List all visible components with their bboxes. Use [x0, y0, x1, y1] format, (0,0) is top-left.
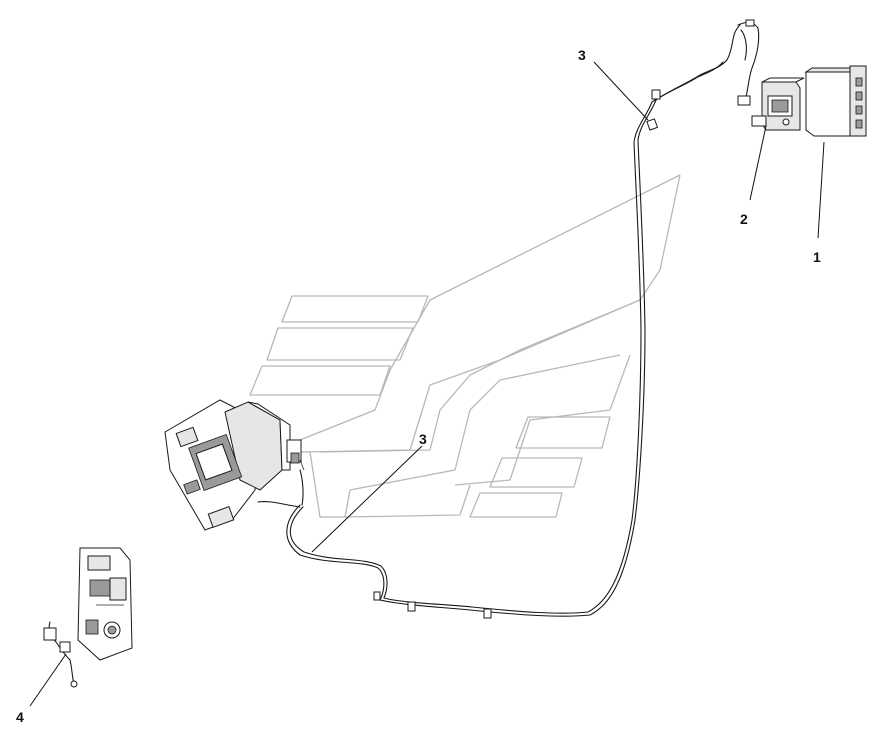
- cable-harness: [257, 19, 760, 619]
- leader-3-middle: [311, 445, 423, 553]
- ghost-vehicle-outline: [249, 174, 681, 518]
- leader-4: [29, 653, 67, 707]
- control-box-part-1: [804, 65, 867, 137]
- leader-lines: [29, 61, 825, 707]
- leader-3-top: [593, 61, 649, 121]
- callout-labels: 1 2 3 3 4: [16, 47, 821, 725]
- component-panel: [77, 547, 133, 661]
- leader-1: [817, 141, 825, 239]
- leader-2: [749, 125, 767, 201]
- callout-3-middle: 3: [419, 431, 427, 447]
- sensor-part-4: [43, 621, 78, 688]
- callout-3-top: 3: [578, 47, 586, 63]
- seat-control-assembly: [164, 399, 305, 531]
- callout-1: 1: [813, 249, 821, 265]
- module-part-2: [751, 77, 805, 131]
- callout-4: 4: [16, 709, 24, 725]
- callout-2: 2: [740, 211, 748, 227]
